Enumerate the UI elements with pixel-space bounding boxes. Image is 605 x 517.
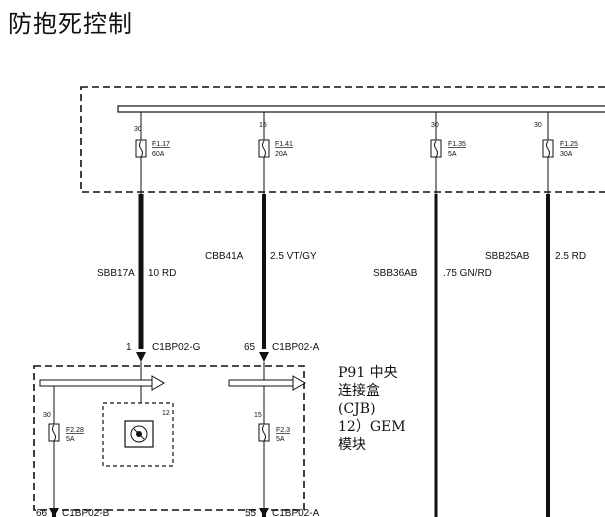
module-label-line: (CJB) bbox=[338, 401, 376, 417]
fuse-f1-35: 30 F1.35 5A bbox=[430, 112, 466, 158]
fuse-f1-25: 30 F1.25 30A bbox=[534, 112, 578, 158]
wire-circuit-label: CBB41A bbox=[205, 251, 244, 262]
connector-pin: 65 bbox=[244, 342, 256, 353]
relay-pin-label: 12 bbox=[162, 410, 170, 417]
internal-bus-right bbox=[228, 375, 306, 391]
wire-spec-label: 2.5 RD bbox=[555, 251, 586, 262]
fuse-f2-28: 30 F2.28 5A bbox=[43, 386, 84, 510]
relay-box: 12 bbox=[102, 386, 174, 467]
fuse-pin-label: 30 bbox=[134, 126, 142, 133]
fuse-pin-label: 15 bbox=[254, 412, 262, 419]
fuse-rating: 5A bbox=[448, 151, 457, 158]
connector-id: C1BP02-A bbox=[272, 342, 320, 353]
connector-pin: 1 bbox=[126, 342, 132, 353]
fuse-f1-17: 30 F1.17 60A bbox=[134, 112, 170, 158]
connector-pin: 55 bbox=[245, 508, 257, 517]
module-label-line: 连接盒 bbox=[338, 383, 380, 399]
fuse-rating: 60A bbox=[152, 151, 165, 158]
fuse-id: F1.17 bbox=[152, 141, 170, 148]
connector-pin: 66 bbox=[36, 508, 48, 517]
module-label-line: P91 中央 bbox=[338, 365, 398, 381]
connector-id: C1BP02-A bbox=[272, 508, 320, 517]
wire-circuit-label: SBB36AB bbox=[373, 268, 418, 279]
fuse-id: F2.3 bbox=[276, 427, 290, 434]
wire-spec-label: .75 GN/RD bbox=[443, 268, 492, 279]
wire-spec-label: 10 RD bbox=[148, 268, 176, 279]
gem-module-box bbox=[33, 365, 305, 511]
top-bus-bar bbox=[117, 105, 605, 113]
module-label-line: 模块 bbox=[338, 437, 366, 453]
fuse-pin-label: 15 bbox=[259, 122, 267, 129]
internal-bus-left bbox=[39, 375, 165, 391]
wire-circuit-label: SBB17A bbox=[97, 268, 135, 279]
wire-spec-label: 2.5 VT/GY bbox=[270, 251, 317, 262]
fuse-f1-41: 15 F1.41 20A bbox=[258, 112, 293, 158]
fuse-id: F1.41 bbox=[275, 141, 293, 148]
page-title: 防抱死控制 bbox=[8, 10, 133, 38]
fuse-rating: 5A bbox=[276, 436, 285, 443]
fuse-pin-label: 30 bbox=[431, 122, 439, 129]
fuse-id: F1.25 bbox=[560, 141, 578, 148]
fuse-id: F2.28 bbox=[66, 427, 84, 434]
top-fuse-box bbox=[80, 86, 605, 193]
wire-circuit-label: SBB25AB bbox=[485, 251, 530, 262]
fuse-id: F1.35 bbox=[448, 141, 466, 148]
fuse-pin-label: 30 bbox=[43, 412, 51, 419]
module-label: P91 中央 连接盒 (CJB) 12）GEM 模块 bbox=[338, 364, 448, 454]
fuse-rating: 20A bbox=[275, 151, 288, 158]
fuse-rating: 5A bbox=[66, 436, 75, 443]
connector-id: C1BP02-G bbox=[152, 342, 201, 353]
connector-id: C1BP02-B bbox=[62, 508, 110, 517]
fuse-rating: 30A bbox=[560, 151, 573, 158]
module-label-line: 12）GEM bbox=[338, 419, 406, 435]
fuse-pin-label: 30 bbox=[534, 122, 542, 129]
fuse-f2-3: 15 F2.3 5A bbox=[254, 386, 290, 510]
